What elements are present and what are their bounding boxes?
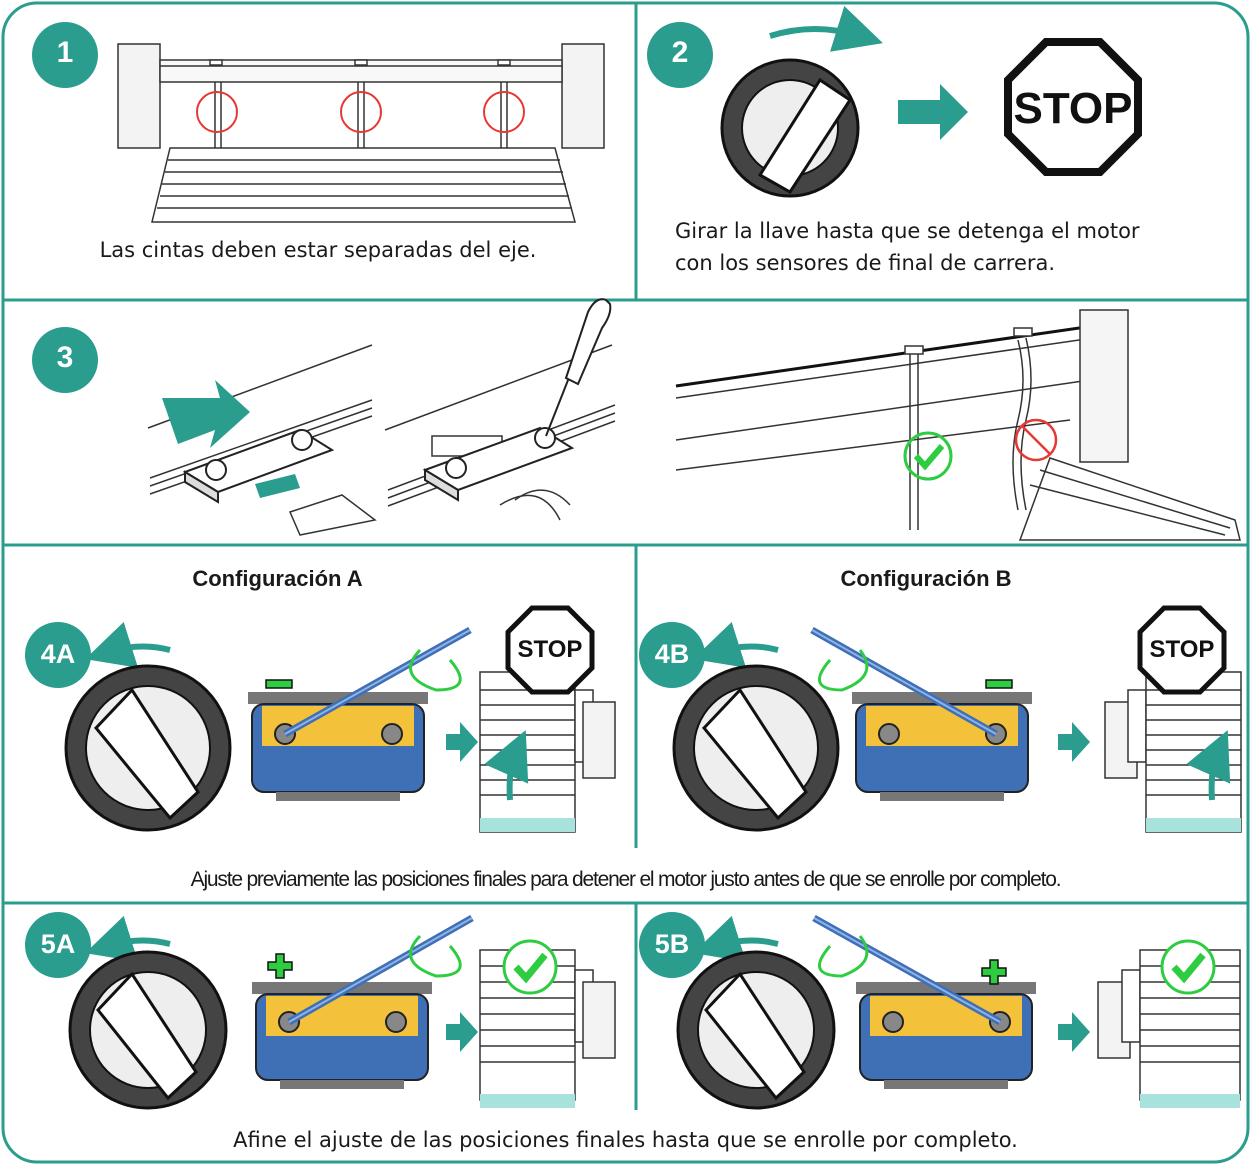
roller-4b-illustration (1104, 671, 1242, 833)
key-switch-icon (720, 5, 883, 198)
step-1-caption: Las cintas deben estar separadas del eje… (99, 238, 537, 262)
stop-sign-4a-label: STOP (517, 636, 583, 663)
step-2-badge-circle (647, 22, 713, 88)
key-switch-5a-icon (68, 915, 228, 1110)
step-4b-badge-circle (639, 622, 705, 688)
step-4a-badge: 4A (40, 639, 76, 669)
screwdriver-icon (545, 298, 612, 437)
step-2-caption-line-1: Girar la llave hasta que se detenga el m… (675, 219, 1140, 243)
step-5a-badge: 5A (40, 929, 76, 959)
stop-sign-label: STOP (1013, 84, 1133, 133)
step-4a-badge-circle (25, 622, 91, 688)
limit-switch-motor-4b (810, 626, 1032, 801)
tape-end-icon (255, 474, 300, 498)
right-arrow-5b-icon (1058, 1012, 1090, 1052)
step-4-note: Ajuste previamente las posiciones finale… (190, 868, 1062, 891)
step-2-caption-line-2: con los sensores de final de carrera. (675, 251, 1056, 275)
step-3-badge-circle (32, 327, 98, 393)
step-5-note: Afine el ajuste de las posiciones finale… (233, 1128, 1018, 1152)
config-a-title: Configuración A (192, 566, 363, 591)
stop-sign-4a-icon (505, 605, 595, 695)
check-5b-icon (1160, 939, 1216, 995)
right-arrow-icon (898, 84, 968, 140)
check-icon (903, 431, 953, 481)
limit-switch-motor-4a (248, 626, 472, 801)
step-2-badge: 2 (671, 36, 689, 69)
stop-sign-icon (1004, 38, 1142, 176)
roller-tapes-illustration (117, 43, 605, 223)
step-1-badge: 1 (56, 36, 74, 69)
stop-sign-4b-icon (1137, 605, 1227, 695)
roller-5a-illustration (479, 949, 616, 1108)
tape-alignment-illustration (675, 309, 1241, 541)
step-5a-badge-circle (25, 912, 91, 978)
config-b-title: Configuración B (840, 566, 1012, 591)
key-switch-5b-icon (676, 915, 836, 1110)
key-switch-4b-icon (672, 621, 840, 832)
check-5a-icon (502, 939, 558, 995)
slide-direction-arrow-icon (162, 380, 250, 448)
limit-switch-motor-5b (812, 914, 1036, 1089)
right-arrow-4a-icon (446, 722, 478, 762)
stop-sign-4b-label: STOP (1149, 636, 1215, 663)
step-3-badge: 3 (56, 341, 74, 374)
step-5b-badge-circle (639, 912, 705, 978)
right-arrow-4b-icon (1058, 722, 1090, 762)
step-4b-badge: 4B (654, 639, 690, 669)
step-5b-badge: 5B (654, 929, 690, 959)
right-arrow-5a-icon (446, 1012, 478, 1052)
tape-clip-slide-illustration (147, 344, 377, 536)
key-switch-4a-icon (64, 621, 232, 832)
step-2-caption: Girar la llave hasta que se detenga el m… (675, 215, 1140, 279)
roller-5b-illustration (1097, 949, 1241, 1108)
step-1-badge-circle (32, 22, 98, 88)
limit-switch-motor-5a (252, 914, 474, 1089)
tape-highlight-circles (196, 91, 525, 133)
roller-4a-illustration (479, 671, 616, 833)
prohibited-icon (1014, 418, 1058, 462)
